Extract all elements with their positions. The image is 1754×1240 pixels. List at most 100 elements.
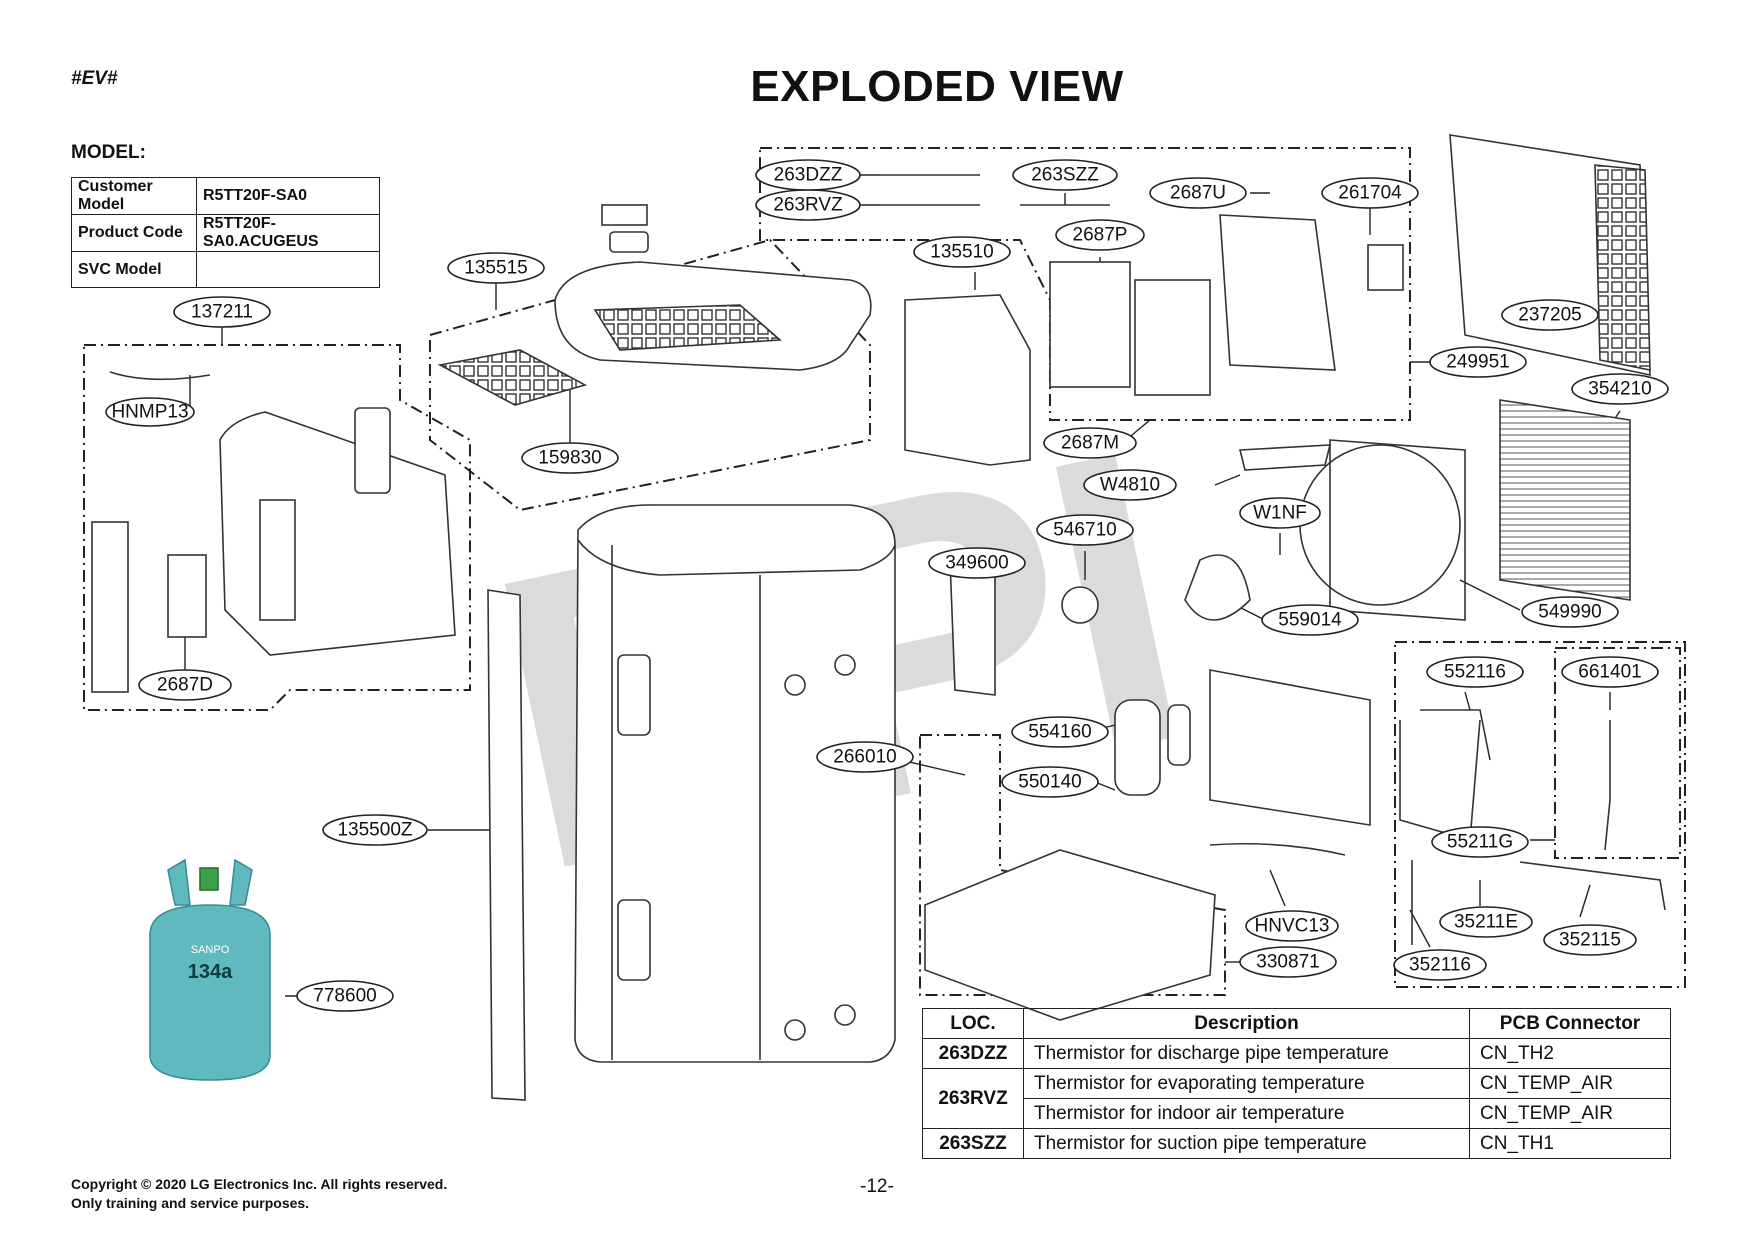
- connector-header: PCB Connector: [1469, 1008, 1671, 1039]
- part-label-w4810: W4810: [1083, 469, 1177, 501]
- svg-text:135515: 135515: [464, 258, 527, 279]
- tank-handle-lower: [617, 899, 651, 981]
- side-case-window: [354, 407, 391, 494]
- description-cell: Thermistor for suction pipe temperature: [1023, 1128, 1470, 1159]
- model-value: R5TT20F-SA0.ACUGEUS: [196, 214, 380, 252]
- part-label-261704: 261704: [1321, 177, 1419, 209]
- loc-table-header: LOC. Description PCB Connector: [922, 1008, 1671, 1039]
- model-label: MODEL:: [71, 142, 146, 163]
- part-label-554160: 554160: [1011, 716, 1109, 748]
- svg-text:554160: 554160: [1028, 722, 1091, 743]
- description-cell: Thermistor for discharge pipe temperatur…: [1023, 1038, 1470, 1069]
- part-label-2687d: 2687D: [138, 669, 232, 701]
- part-label-552116: 552116: [1426, 656, 1524, 688]
- svg-text:266010: 266010: [833, 747, 896, 768]
- bracket-349600: [949, 559, 996, 696]
- model-row: Product Code R5TT20F-SA0.ACUGEUS: [71, 214, 380, 252]
- part-label-137211: 137211: [173, 296, 271, 328]
- harness-hnvc13: [1209, 842, 1346, 856]
- svg-text:2687P: 2687P: [1073, 225, 1128, 246]
- tank-port-4: [834, 1004, 856, 1026]
- refrigerant-cylinder: [149, 904, 271, 1081]
- table-row: 263DZZ Thermistor for discharge pipe tem…: [922, 1038, 1671, 1069]
- part-label-661401: 661401: [1561, 656, 1659, 688]
- accumulator: [1167, 704, 1191, 766]
- compressor-554160: [1114, 699, 1161, 796]
- cylinder-handle-right: [229, 858, 253, 906]
- svg-text:263RVZ: 263RVZ: [773, 195, 843, 216]
- model-value: [196, 251, 380, 288]
- part-label-778600: 778600: [296, 980, 394, 1012]
- part-label-135515: 135515: [447, 252, 545, 284]
- page-number: -12-: [860, 1176, 894, 1197]
- purpose-text: Only training and service purposes.: [71, 1195, 310, 1211]
- svg-text:135510: 135510: [930, 242, 993, 263]
- svg-text:354210: 354210: [1588, 379, 1651, 400]
- part-label-352115: 352115: [1543, 924, 1637, 956]
- part-label-559014: 559014: [1261, 604, 1359, 636]
- group-boxes: [83, 147, 1686, 996]
- part-label-549990: 549990: [1521, 596, 1619, 628]
- group-pipes: [1394, 641, 1686, 988]
- fan-559014: [1184, 554, 1251, 621]
- pipe-552116: [1399, 719, 1481, 842]
- part-label-352116: 352116: [1393, 949, 1487, 981]
- tank-port-3: [784, 1019, 806, 1041]
- svg-text:778600: 778600: [313, 986, 376, 1007]
- side-case-slot: [259, 499, 296, 621]
- svg-text:137211: 137211: [191, 302, 253, 323]
- connector-cell: CN_TH1: [1469, 1128, 1671, 1159]
- loc-cell: 263SZZ: [922, 1128, 1024, 1159]
- model-table: Customer Model R5TT20F-SA0 Product Code …: [71, 177, 380, 288]
- model-key: Customer Model: [71, 177, 197, 215]
- svg-text:352116: 352116: [1409, 955, 1471, 976]
- svg-text:35211E: 35211E: [1454, 912, 1518, 933]
- model-key: SVC Model: [71, 251, 197, 288]
- pcb-2687m: [1134, 279, 1211, 396]
- top-cover-grille: [593, 304, 782, 351]
- svg-text:237205: 237205: [1518, 305, 1581, 326]
- loc-header: LOC.: [922, 1008, 1024, 1039]
- svg-text:2687D: 2687D: [157, 675, 213, 696]
- part-label-hnmp13: HNMP13: [105, 397, 195, 427]
- reactor-261704: [1367, 244, 1404, 291]
- svg-text:HNMP13: HNMP13: [111, 402, 188, 423]
- bracket-w4810: [1238, 444, 1332, 471]
- pipe-352115: [1519, 861, 1666, 911]
- part-label-330871: 330871: [1239, 946, 1337, 978]
- model-row: Customer Model R5TT20F-SA0: [71, 177, 380, 215]
- part-labels: 263DZZ 263RVZ 263SZZ 2687U 261704 237205…: [105, 159, 1669, 1012]
- part-label-35211e: 35211E: [1439, 906, 1533, 938]
- top-cap: [601, 204, 648, 226]
- description-header: Description: [1023, 1008, 1470, 1039]
- side-plate: [91, 521, 129, 693]
- valve-661401: [1604, 720, 1611, 851]
- table-row: 263SZZ Thermistor for suction pipe tempe…: [922, 1128, 1671, 1159]
- loc-cell: 263DZZ: [922, 1038, 1024, 1069]
- group-control: [759, 147, 1411, 421]
- svg-text:W4810: W4810: [1100, 475, 1160, 496]
- cylinder-gas: 134a: [188, 961, 233, 983]
- part-label-550140: 550140: [1001, 766, 1099, 798]
- loc-table: LOC. Description PCB Connector 263DZZ Th…: [922, 1008, 1671, 1159]
- motor-546710: [1061, 586, 1099, 624]
- part-label-2687m: 2687M: [1043, 427, 1137, 459]
- part-label-249951: 249951: [1429, 346, 1527, 378]
- svg-text:559014: 559014: [1278, 610, 1342, 631]
- part-label-266010: 266010: [816, 741, 914, 773]
- svg-text:135500Z: 135500Z: [337, 820, 412, 841]
- base-pan-330871: [924, 849, 1216, 1021]
- svg-text:55211G: 55211G: [1447, 832, 1513, 853]
- svg-text:349600: 349600: [945, 553, 1008, 574]
- doc-tag: #EV#: [71, 68, 118, 89]
- cylinder-handle-left: [167, 858, 191, 906]
- table-row: 263RVZ Thermistor for evaporating temper…: [922, 1068, 1671, 1129]
- harness-hnmp13: [109, 371, 211, 381]
- part-label-263rvz: 263RVZ: [755, 189, 861, 221]
- part-label-hnvc13: HNVC13: [1245, 910, 1339, 942]
- part-label-354210: 354210: [1571, 373, 1669, 405]
- svg-text:2687M: 2687M: [1061, 433, 1119, 454]
- connector-cell: CN_TH2: [1469, 1038, 1671, 1069]
- svg-text:W1NF: W1NF: [1253, 503, 1307, 524]
- side-case-panel: [219, 411, 456, 656]
